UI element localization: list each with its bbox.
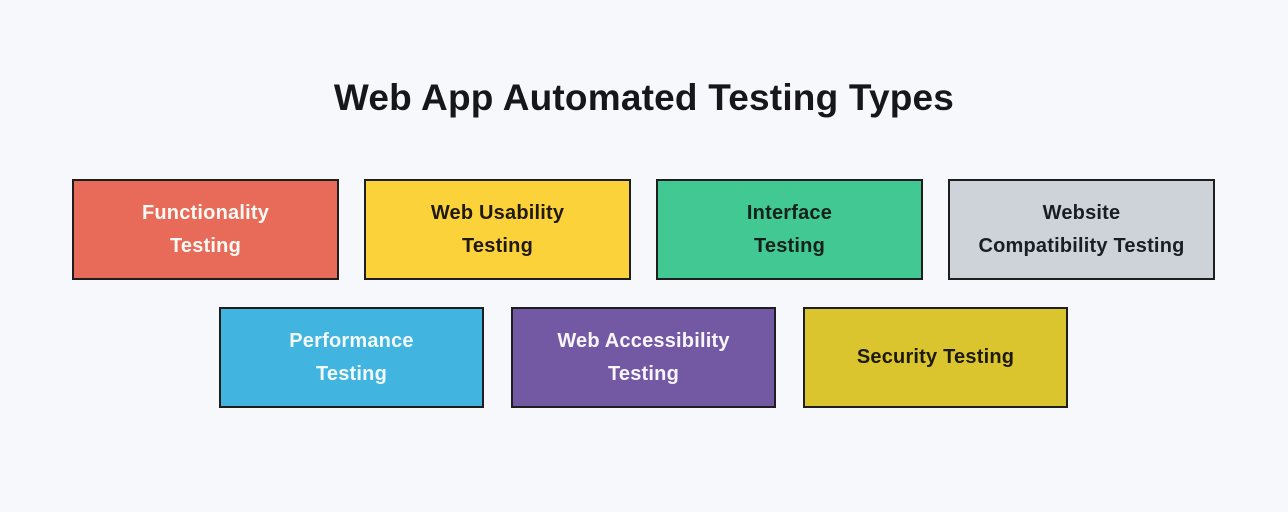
box-functionality-testing: Functionality Testing	[72, 179, 339, 280]
box-web-usability-testing: Web Usability Testing	[364, 179, 631, 280]
box-label: Security Testing	[856, 346, 1015, 368]
box-interface-testing: Interface Testing	[656, 179, 923, 280]
box-performance-testing: Performance Testing	[219, 307, 484, 408]
page-title: Web App Automated Testing Types	[333, 77, 955, 118]
box-label: Web Accessibility Testing	[557, 329, 730, 385]
box-label: Web Usability Testing	[430, 201, 565, 257]
testing-types-row-1: Functionality Testing Web Usability Test…	[72, 179, 1215, 280]
box-label: Website Compatibility Testing	[978, 201, 1185, 257]
box-label: Interface Testing	[746, 201, 833, 257]
box-security-testing: Security Testing	[803, 307, 1068, 408]
testing-types-row-2: Performance Testing Web Accessibility Te…	[219, 307, 1068, 408]
box-web-accessibility-testing: Web Accessibility Testing	[511, 307, 776, 408]
box-label: Performance Testing	[289, 329, 414, 385]
box-website-compatibility-testing: Website Compatibility Testing	[948, 179, 1215, 280]
box-label: Functionality Testing	[141, 201, 270, 257]
